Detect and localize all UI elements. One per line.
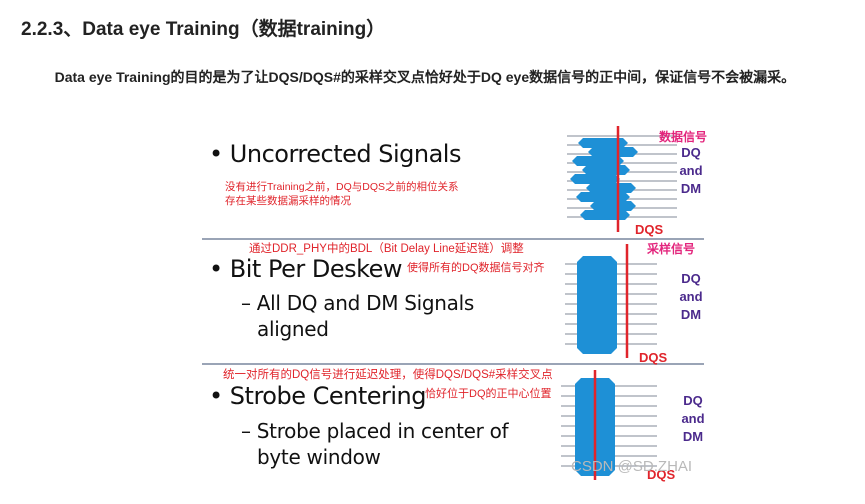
- panel-divider: [202, 238, 704, 240]
- panel3-note-side: 恰好位于DQ的正中心位置: [425, 388, 552, 400]
- panel3-note-top: 统一对所有的DQ信号进行延迟处理，使得DQS/DQS#采样交叉点: [223, 369, 553, 381]
- panel1-note: 没有进行Training之前，DQ与DQS之前的相位关系 存在某些数据漏采样的情…: [225, 180, 459, 208]
- panel3-dqs-label: DQS: [647, 467, 676, 482]
- panel1-note-line2: 存在某些数据漏采样的情况: [225, 195, 351, 207]
- panel1-signals: [567, 126, 677, 232]
- panel2-sub-line2: aligned: [257, 317, 329, 341]
- panel3-signals: [561, 370, 657, 480]
- panel3-sub-line2: byte window: [257, 445, 381, 469]
- panel1-dq-dm-label: DQ and DM: [671, 144, 711, 198]
- panel1-eye-bars: [570, 138, 638, 220]
- intro-paragraph: Data eye Training的目的是为了让DQS/DQS#的采样交叉点恰好…: [54, 69, 796, 85]
- panel2-eye-bar: [577, 256, 617, 354]
- panel3-dq-dm-label: DQ and DM: [673, 392, 713, 446]
- panel1-dqs-label: DQS: [635, 222, 664, 237]
- panel2-title-text: Bit Per Deskew: [229, 255, 403, 283]
- panel1-data-signal-label: 数据信号: [659, 130, 708, 144]
- panel1-title: • Uncorrected Signals: [209, 140, 461, 168]
- panel3-label-dq: DQ: [683, 393, 703, 408]
- panel2-label-dq: DQ: [681, 271, 701, 286]
- panel-divider: [202, 363, 704, 365]
- panel1-label-and: and: [679, 163, 703, 178]
- csdn-watermark: CSDN @SD.ZHAI: [571, 458, 693, 475]
- panel1-label-dq: DQ: [681, 145, 701, 160]
- panel1-title-text: Uncorrected Signals: [229, 140, 462, 168]
- panel3-subtext: – Strobe placed in center of byte window: [241, 418, 509, 470]
- section-heading: 2.2.3、Data eye Training（数据training）: [21, 19, 386, 40]
- panel1-note-line1: 没有进行Training之前，DQ与DQS之前的相位关系: [225, 181, 459, 193]
- panel3-title: • Strobe Centering: [209, 382, 426, 410]
- panel2-dq-dm-label: DQ and DM: [671, 270, 711, 324]
- panel2-note-top: 通过DDR_PHY中的BDL（Bit Delay Line延迟链）调整: [249, 243, 524, 255]
- panel3-title-text: Strobe Centering: [229, 382, 427, 410]
- panel2-sub-line1: – All DQ and DM Signals: [241, 291, 474, 315]
- panel2-label-and: and: [679, 289, 703, 304]
- panel3-label-and: and: [681, 411, 705, 426]
- data-eye-training-figure: • Uncorrected Signals 没有进行Training之前，DQ与…: [157, 124, 716, 484]
- panel2-dqs-label: DQS: [639, 350, 668, 365]
- panel2-sampling-signal-label: 采样信号: [647, 242, 696, 256]
- signal-diagrams: [561, 126, 677, 480]
- panel2-signals: [565, 244, 657, 358]
- panel2-title: • Bit Per Deskew: [209, 255, 403, 283]
- panel3-label-dm: DM: [682, 429, 704, 444]
- panel2-note-side: 使得所有的DQ数据信号对齐: [407, 262, 545, 274]
- panel2-label-dm: DM: [680, 307, 702, 322]
- panel1-label-dm: DM: [680, 181, 702, 196]
- panel2-subtext: – All DQ and DM Signals aligned: [241, 290, 474, 342]
- panel3-sub-line1: – Strobe placed in center of: [241, 419, 509, 443]
